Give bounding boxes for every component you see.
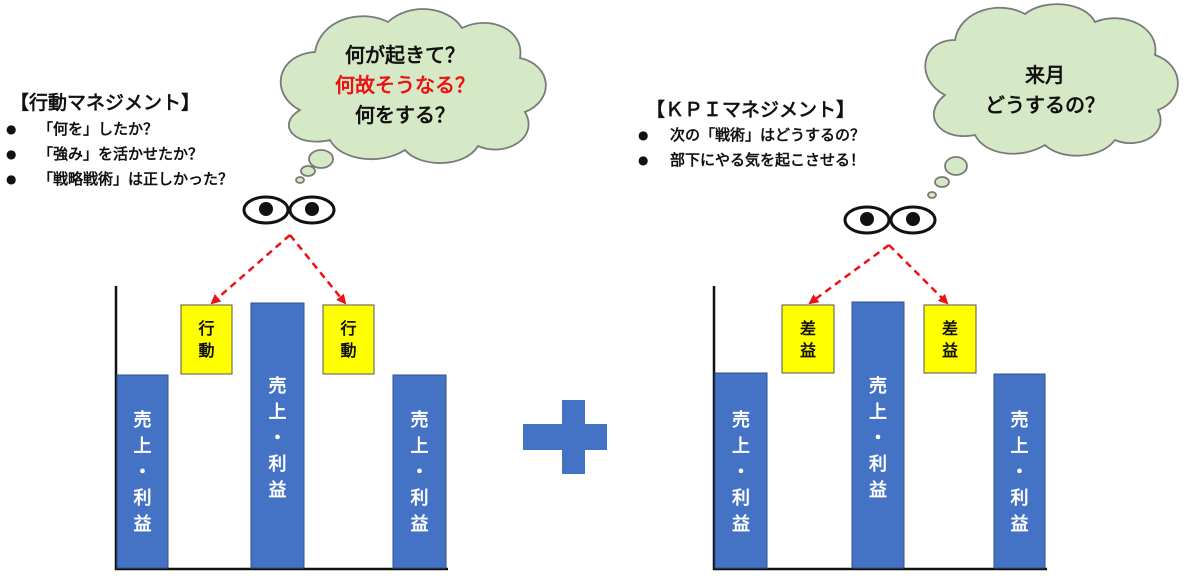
right-bubble-line2: どうするの？ — [985, 93, 1105, 117]
left-bubble-line3: 何をする？ — [355, 103, 455, 127]
left-dashed-arrows — [210, 234, 347, 305]
left-chart — [114, 286, 448, 571]
left-box-2 — [322, 304, 375, 375]
left-axis — [114, 286, 448, 571]
left-thought-cloud — [279, 8, 547, 184]
right-bullet-2: 部下にやる気を起こさせる！ — [636, 148, 865, 173]
right-bar-2 — [851, 301, 905, 569]
right-bar-1 — [714, 372, 768, 569]
right-bubble-line1: 来月 — [1025, 63, 1065, 87]
left-box-1 — [180, 304, 233, 375]
right-bar-3 — [993, 373, 1046, 569]
left-panel-title: 【行動マネジメント】 — [10, 92, 201, 114]
right-eyes-icon — [843, 205, 937, 235]
right-thought-cloud — [924, 3, 1179, 199]
plus-icon — [523, 400, 607, 474]
left-bubble-line1: 何が起きて？ — [345, 43, 465, 67]
right-box-2 — [923, 304, 977, 374]
left-bullet-3: 「戦略戦術」は正しかった？ — [4, 167, 233, 192]
right-box-1 — [781, 304, 835, 374]
right-chart — [712, 286, 1047, 571]
left-bullet-2: 「強み」を活かせたか？ — [4, 142, 233, 167]
left-eyes-icon — [242, 195, 336, 225]
left-bar-1 — [116, 374, 169, 569]
left-bullet-1: 「何を」したか？ — [4, 117, 233, 142]
left-bubble-line2: 何故そうなる？ — [335, 73, 475, 97]
right-bullet-1: 次の「戦術」はどうするの？ — [636, 123, 865, 148]
right-axis — [712, 286, 1047, 571]
left-bar-2 — [250, 302, 305, 569]
right-bullet-list: 次の「戦術」はどうするの？ 部下にやる気を起こさせる！ — [636, 123, 865, 173]
left-bubble-text: 何が起きて？ 何故そうなる？ 何をする？ — [310, 40, 500, 130]
right-panel-title: 【ＫＰＩマネジメント】 — [646, 99, 856, 121]
left-bar-3 — [392, 374, 447, 569]
right-dashed-arrows — [808, 243, 949, 305]
left-bullet-list: 「何を」したか？ 「強み」を活かせたか？ 「戦略戦術」は正しかった？ — [4, 117, 233, 192]
right-bubble-text: 来月 どうするの？ — [950, 60, 1140, 120]
